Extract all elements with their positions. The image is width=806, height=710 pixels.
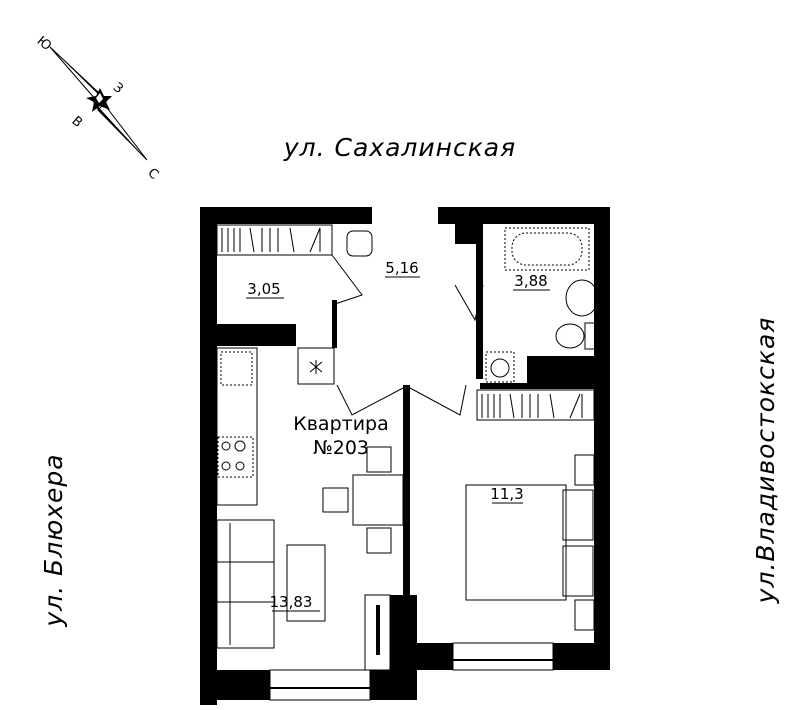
stove-icon [217, 436, 254, 478]
chair [366, 446, 392, 473]
coffee-table [286, 544, 326, 622]
dining-table [352, 474, 404, 526]
compass-north-label: С [145, 166, 162, 183]
street-top-label: ул. Сахалинская [283, 133, 516, 162]
sink-icon [565, 279, 599, 317]
toilet-icon [555, 323, 585, 349]
compass-rose-icon: Ю З В С [34, 34, 161, 183]
door-bathroom[interactable] [454, 284, 484, 322]
ventilation-shaft-icon [297, 347, 335, 385]
area-bathroom: 3,88 [514, 272, 547, 290]
area-hall: 5,16 [385, 259, 418, 277]
bathtub-icon [504, 227, 590, 271]
area-storage: 3,05 [247, 280, 280, 298]
wardrobe-bedroom [476, 389, 595, 421]
kitchen-sink-icon [220, 351, 253, 386]
window-bedroom [452, 642, 554, 671]
apartment-number: №203 [313, 437, 369, 459]
compass-south-label: Ю [34, 34, 54, 55]
chair [322, 487, 349, 513]
compass-west-label: З [110, 80, 126, 97]
door-bedroom[interactable] [409, 384, 467, 416]
wardrobe-storage [216, 224, 333, 256]
street-right-label: ул.Владивостокская [751, 317, 780, 605]
window-living [269, 669, 371, 701]
sofa [216, 519, 275, 649]
door-storage[interactable] [331, 254, 363, 306]
street-left-label: ул. Блюхера [39, 453, 68, 627]
compass-east-label: В [69, 114, 85, 131]
washing-machine-icon [485, 351, 515, 383]
nightstand [574, 454, 595, 486]
kitchen-counter [216, 347, 258, 506]
area-bedroom: 11,3 [490, 485, 523, 503]
tv-stand [364, 594, 391, 671]
chair [366, 527, 392, 554]
bed [465, 484, 567, 601]
door-living[interactable] [336, 384, 404, 416]
nightstand [574, 599, 595, 631]
area-living-kitchen: 13,83 [270, 593, 313, 611]
hall-appliance [346, 230, 373, 257]
apartment-label: Квартира [293, 413, 389, 435]
